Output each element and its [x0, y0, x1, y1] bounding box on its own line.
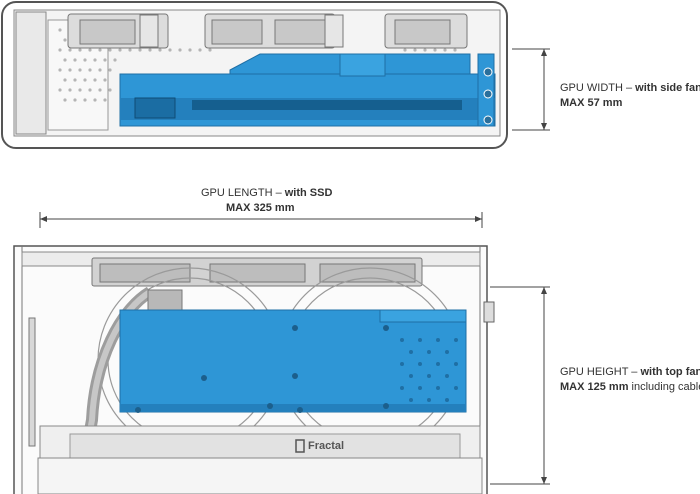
gpu-length-condition: with SSD: [284, 187, 333, 199]
gpu-width-prefix: GPU WIDTH –: [560, 82, 636, 94]
gpu-width-max-value: MAX 57 mm: [560, 97, 623, 109]
gpu-vent-holes: [400, 338, 458, 402]
gpu-height-condition: with top fan: [640, 366, 700, 378]
gpu-height-max: MAX 125 mm including cable: [560, 380, 700, 395]
gpu-length-label: GPU LENGTH – with SSD: [201, 186, 332, 201]
brand-logo-text: Fractal: [308, 440, 345, 452]
gpu-length-max: MAX 325 mm: [226, 201, 294, 216]
gpu-height-max-value: MAX 125 mm: [560, 381, 629, 393]
gpu-width-label: GPU WIDTH – with side fan: [560, 81, 700, 96]
gpu-side-view: [119, 309, 467, 413]
gpu-top-view: [119, 53, 496, 127]
gpu-length-max-value: MAX 325 mm: [226, 202, 295, 214]
gpu-height-prefix: GPU HEIGHT –: [560, 366, 641, 378]
gpu-screws: [135, 325, 389, 413]
gpu-length-prefix: GPU LENGTH –: [201, 187, 285, 199]
gpu-width-max: MAX 57 mm: [560, 96, 622, 111]
gpu-width-condition: with side fan: [635, 82, 700, 94]
gpu-height-suffix: including cable: [628, 381, 700, 393]
gpu-height-label: GPU HEIGHT – with top fan: [560, 365, 700, 380]
fractal-logo-mark: [295, 439, 305, 453]
